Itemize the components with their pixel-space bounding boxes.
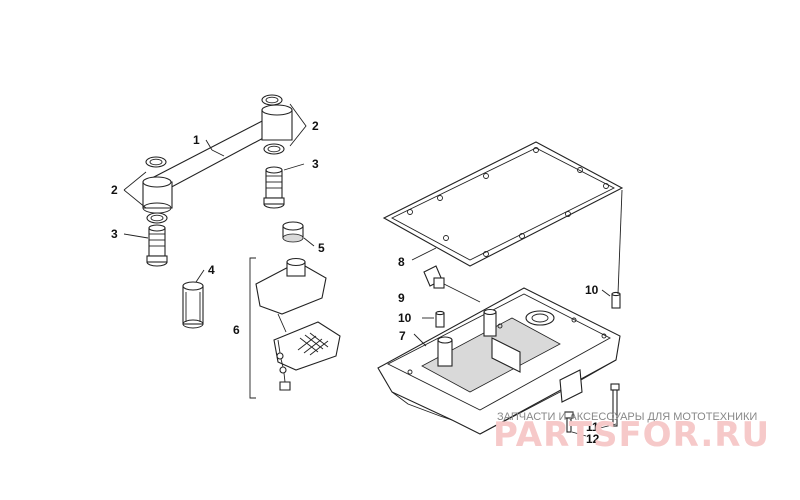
- callout-labels: 1 2 2 3 3 4 5 6 7 8 9 10 10 11 12: [111, 119, 600, 446]
- strainer-mesh: [297, 332, 329, 356]
- leader-lines: [123, 103, 623, 437]
- fitting-bolt-left: [146, 224, 168, 267]
- o-ring-top-left: [145, 156, 167, 168]
- callout-2-left: 2: [111, 183, 118, 197]
- oil-pan-gasket: [382, 141, 624, 267]
- callout-2-right: 2: [312, 119, 319, 133]
- callout-10-right: 10: [585, 283, 599, 297]
- callout-10-left: 10: [398, 311, 412, 325]
- strainer-cap: [282, 221, 304, 243]
- callout-9: 9: [398, 291, 405, 305]
- pan-bolt: [610, 383, 620, 427]
- o-ring-bottom-left: [146, 212, 168, 224]
- callout-5: 5: [318, 241, 325, 255]
- sleeve-part: [182, 281, 204, 329]
- drain-plug: [423, 265, 481, 303]
- watermark-brand: PARTSFOR.RU: [493, 415, 770, 455]
- callout-1: 1: [193, 133, 200, 147]
- washer-small-2: [279, 366, 287, 374]
- oil-strainer-assembly: [249, 221, 341, 399]
- pan-bolt-short: [564, 411, 574, 433]
- callout-11: 11: [586, 420, 599, 434]
- callout-7: 7: [399, 329, 406, 343]
- callout-3-left: 3: [111, 227, 118, 241]
- strainer-bolt: [279, 381, 291, 391]
- strainer-screen: [273, 321, 341, 371]
- callout-3-right: 3: [312, 157, 319, 171]
- oil-pan: [377, 287, 621, 435]
- watermark: ЗАПЧАСТИ И АКСЕССУАРЫ ДЛЯ МОТОТЕХНИКИ PA…: [493, 411, 770, 455]
- watermark-tagline: ЗАПЧАСТИ И АКСЕССУАРЫ ДЛЯ МОТОТЕХНИКИ: [497, 411, 757, 423]
- o-ring-mid-right: [263, 143, 285, 155]
- callout-4: 4: [208, 263, 215, 277]
- washer-small: [276, 352, 284, 360]
- callout-8: 8: [398, 255, 405, 269]
- o-ring-top-right: [261, 94, 283, 106]
- fitting-bolt-right: [263, 166, 285, 209]
- callout-6: 6: [233, 323, 240, 337]
- callout-12: 12: [586, 432, 600, 446]
- bracket-6: [249, 257, 256, 399]
- oil-pipe-assembly: [142, 94, 293, 267]
